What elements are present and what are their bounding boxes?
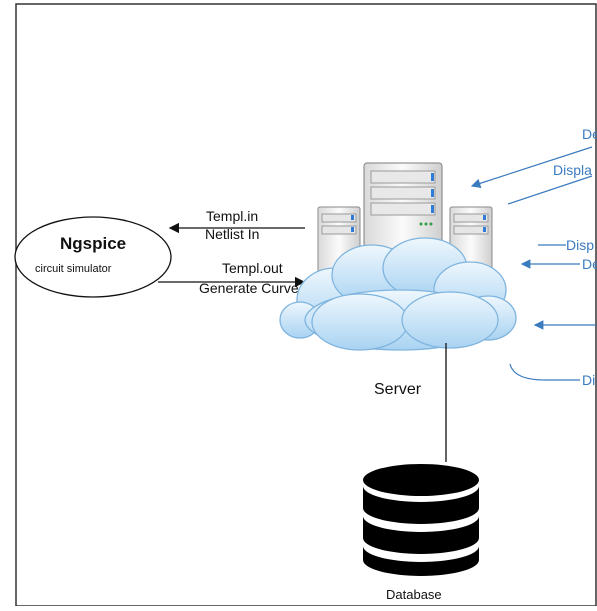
database-label: Database	[386, 587, 442, 602]
right-label-1: De	[582, 126, 597, 142]
cloud-icon	[279, 237, 517, 351]
right-label-3: Disp	[566, 237, 595, 253]
ngspice-title: Ngspice	[60, 234, 127, 253]
blue-curve-6	[509, 363, 580, 381]
right-label-4: De	[582, 256, 597, 272]
blue-line-2	[507, 175, 593, 205]
templ-in-label: Templ.in	[206, 208, 259, 224]
templ-out-label: Templ.out	[222, 260, 283, 276]
ngspice-subtitle: circuit simulator	[35, 263, 112, 275]
ngspice-ellipse	[14, 216, 172, 298]
generate-curve-label: Generate Curve	[199, 280, 299, 296]
database-icon	[358, 462, 482, 576]
netlist-in-label: Netlist In	[205, 226, 260, 242]
server-label: Server	[374, 381, 422, 398]
right-label-2: Displa	[553, 162, 592, 178]
right-label-5: Di	[582, 372, 596, 388]
blue-arrow-1	[470, 146, 593, 188]
